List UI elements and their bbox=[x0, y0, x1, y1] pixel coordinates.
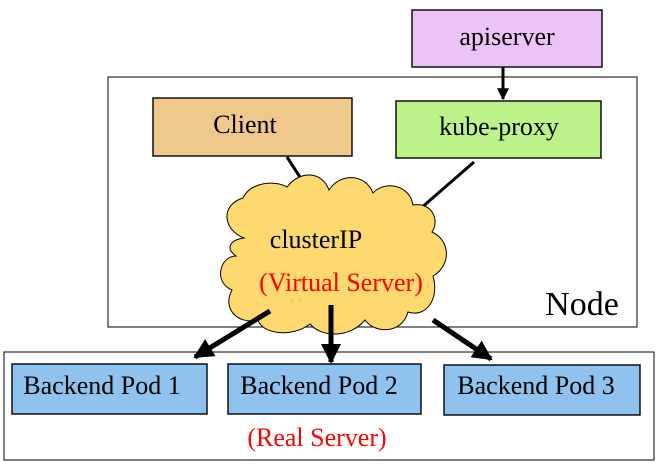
client-box bbox=[152, 97, 353, 157]
arrow-clusterip-to-pod3 bbox=[431, 317, 493, 362]
backend-pod-3-label: Backend Pod 3 bbox=[457, 371, 614, 400]
arrow-clusterip-to-pod1 bbox=[193, 308, 272, 360]
client-label: Client bbox=[213, 110, 277, 139]
kube-proxy-box bbox=[395, 100, 602, 159]
backend-pod-1-box bbox=[11, 363, 208, 415]
backend-pod-3-box bbox=[443, 364, 641, 416]
clusterip-sublabel: (Virtual Server) bbox=[259, 268, 423, 297]
apiserver-label: apiserver bbox=[459, 22, 555, 51]
kube-proxy-label: kube-proxy bbox=[439, 112, 559, 141]
apiserver-box bbox=[411, 9, 603, 68]
backend-pod-1-label: Backend Pod 1 bbox=[23, 371, 180, 400]
real-server-label: (Real Server) bbox=[247, 423, 386, 452]
backend-pod-2-box bbox=[227, 363, 422, 415]
backend-pod-2-label: Backend Pod 2 bbox=[240, 371, 397, 400]
node-label: Node bbox=[545, 286, 619, 323]
clusterip-label: clusterIP bbox=[270, 225, 362, 254]
clusterip-cloud bbox=[220, 174, 447, 335]
